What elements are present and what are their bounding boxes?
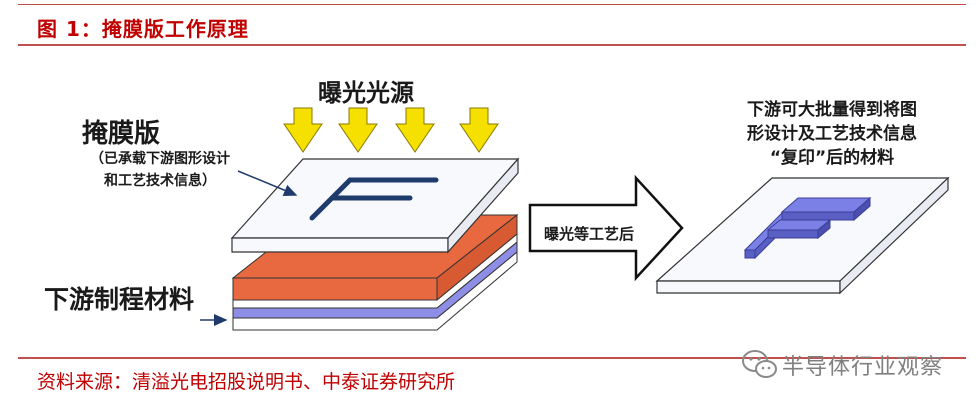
- mask-pattern-f: [309, 177, 439, 221]
- result-label: 下游可大批量得到将图 形设计及工艺技术信息 “复印”后的材料: [722, 98, 942, 170]
- watermark-text: 半导体行业观察: [782, 355, 944, 380]
- result-plate: [655, 176, 950, 295]
- light-arrow-2: [338, 107, 378, 153]
- header-top-rule: [18, 4, 966, 5]
- mask-plate: [230, 157, 520, 254]
- result-label-line-1: 下游可大批量得到将图: [747, 100, 917, 120]
- wechat-icon: [742, 350, 777, 378]
- watermark: 半导体行业观察: [740, 345, 970, 383]
- light-arrow-4: [459, 107, 499, 153]
- light-arrow-3: [395, 107, 435, 153]
- mask-note: （已承载下游图形设计 和工艺技术信息）: [60, 148, 260, 192]
- process-arrow-label: 曝光等工艺后: [544, 225, 635, 243]
- light-arrow-1: [283, 107, 323, 153]
- figure-title: 图 1：掩膜版工作原理: [37, 17, 249, 41]
- light-source-label: 曝光光源: [318, 79, 414, 107]
- result-pattern-f: [743, 196, 872, 260]
- mask-pointer: [237, 170, 298, 196]
- light-arrows: [283, 107, 499, 153]
- footer-rule: [18, 357, 966, 359]
- material-label: 下游制程材料: [44, 285, 195, 314]
- source-note: 资料来源：清溢光电招股说明书、中泰证券研究所: [37, 371, 456, 393]
- mask-label: 掩膜版: [82, 119, 161, 149]
- header-bottom-rule: [18, 44, 966, 46]
- process-arrow: [528, 174, 684, 282]
- result-label-line-3: “复印”后的材料: [769, 148, 895, 168]
- result-label-line-2: 形设计及工艺技术信息: [747, 124, 917, 144]
- mask-note-line-2: 和工艺技术信息）: [104, 173, 216, 189]
- mask-note-line-1: （已承载下游图形设计: [90, 151, 230, 167]
